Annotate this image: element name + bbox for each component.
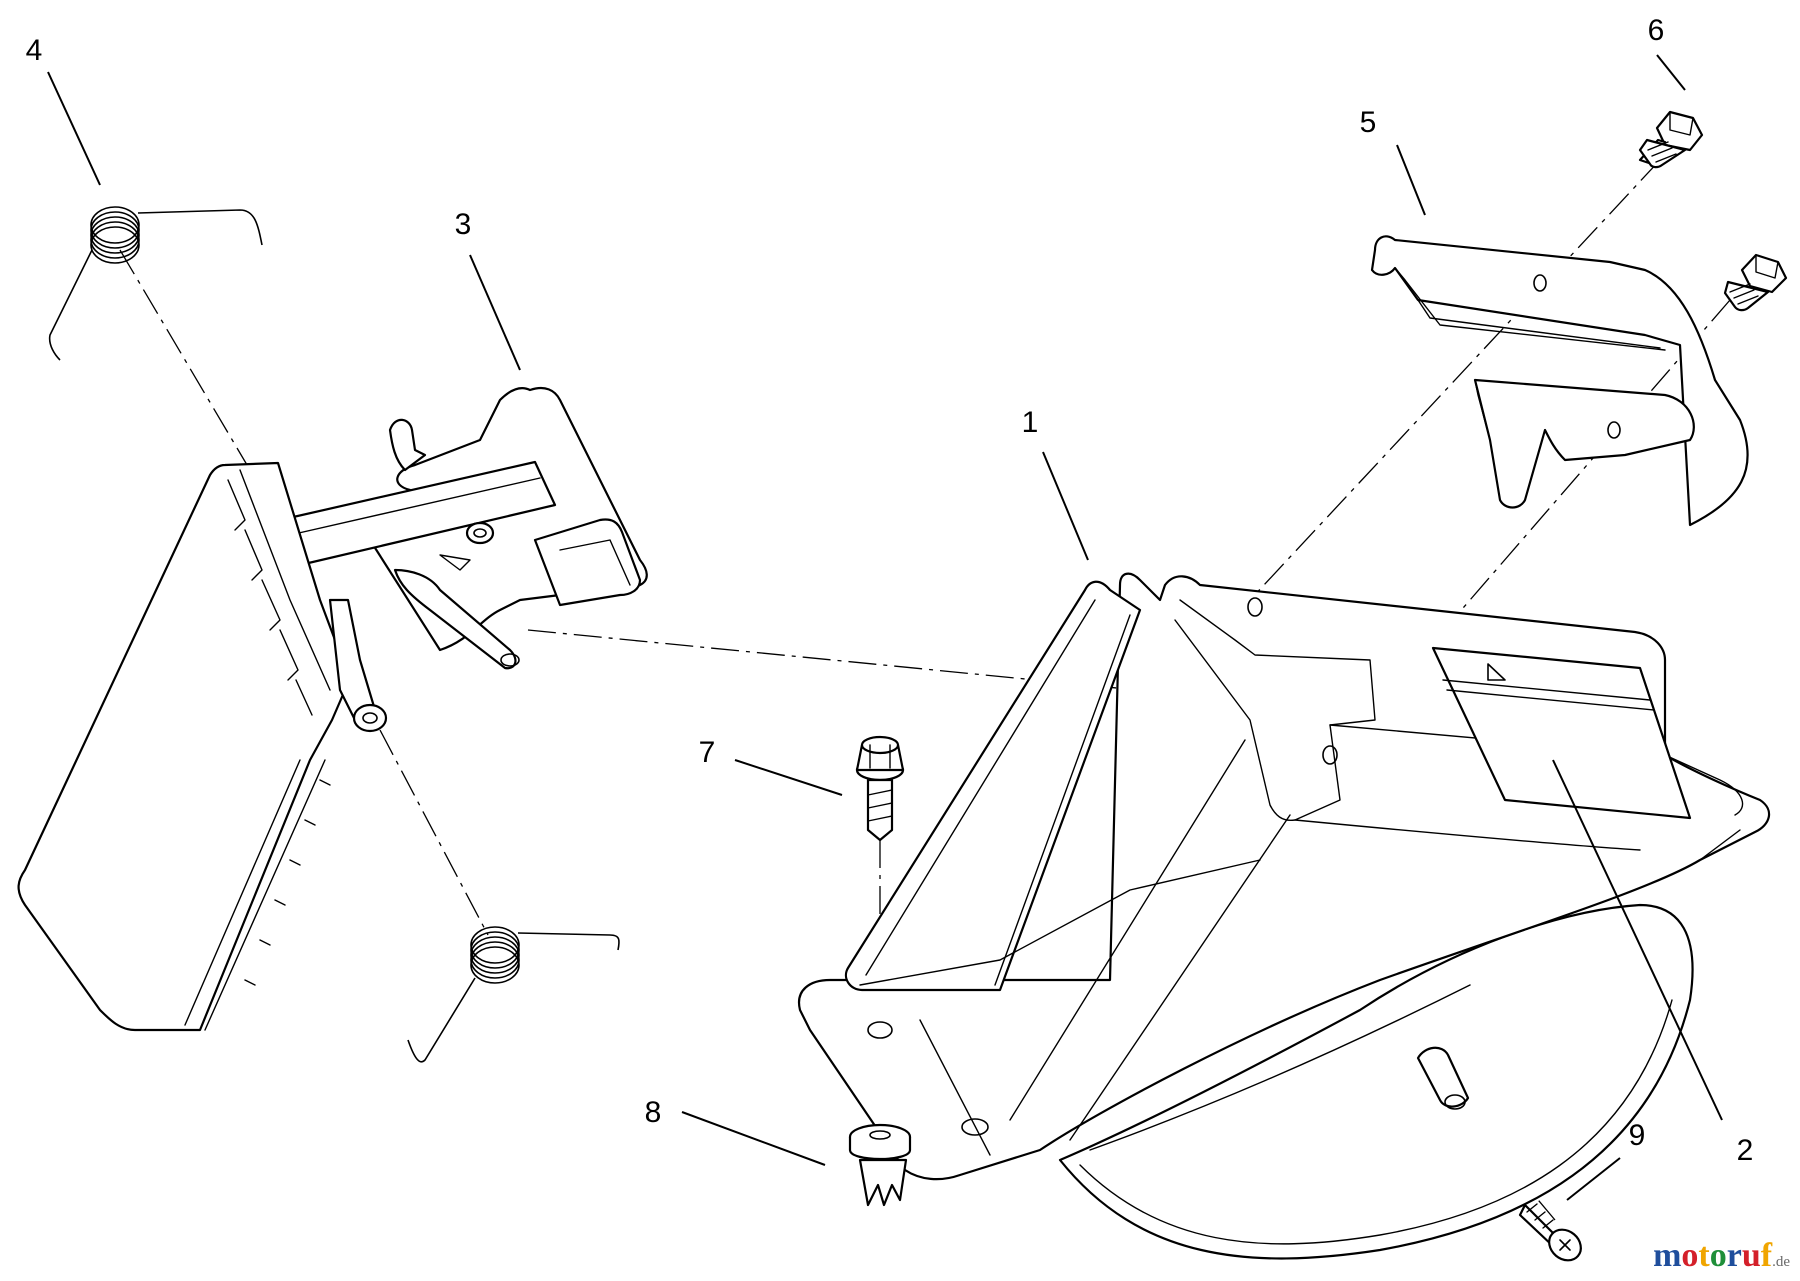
callout-4: 4 [26,34,43,67]
motoruf-watermark: motoruf.de [1653,1237,1790,1275]
watermark-letter: u [1741,1237,1761,1274]
callout-9: 9 [1629,1119,1646,1152]
callout-labels: 1 2 3 4 5 6 7 8 9 [26,14,1754,1167]
part-6-bolt-lower [1723,253,1788,312]
callout-8: 8 [645,1096,662,1129]
watermark-suffix: .de [1772,1254,1790,1270]
leader-lines [47,54,1723,1201]
part-5-cover-plate [1370,235,1749,527]
watermark-letter: t [1698,1237,1710,1274]
watermark-letter: o [1709,1237,1727,1274]
watermark-letter: f [1760,1237,1773,1274]
part-9-screw [1518,1203,1582,1262]
part-3-pivot-bracket [278,386,648,670]
watermark-letter: m [1653,1237,1682,1274]
callout-3: 3 [455,208,472,241]
callout-2: 2 [1737,1134,1754,1167]
part-8-push-clip [848,1123,912,1207]
callout-1: 1 [1022,406,1039,439]
callout-6: 6 [1648,14,1665,47]
part-4-torsion-spring-upper [48,206,263,361]
part-4-torsion-spring-lower [407,926,620,1063]
callout-7: 7 [699,736,716,769]
part-2-warning-decal [1431,646,1692,820]
part-7-flange-bolt [855,735,905,842]
watermark-letter: r [1726,1237,1742,1274]
part-6-bolt-upper [1638,110,1704,169]
watermark-letter: o [1681,1237,1699,1274]
deflector-door [17,461,388,1032]
callout-5: 5 [1360,106,1377,139]
